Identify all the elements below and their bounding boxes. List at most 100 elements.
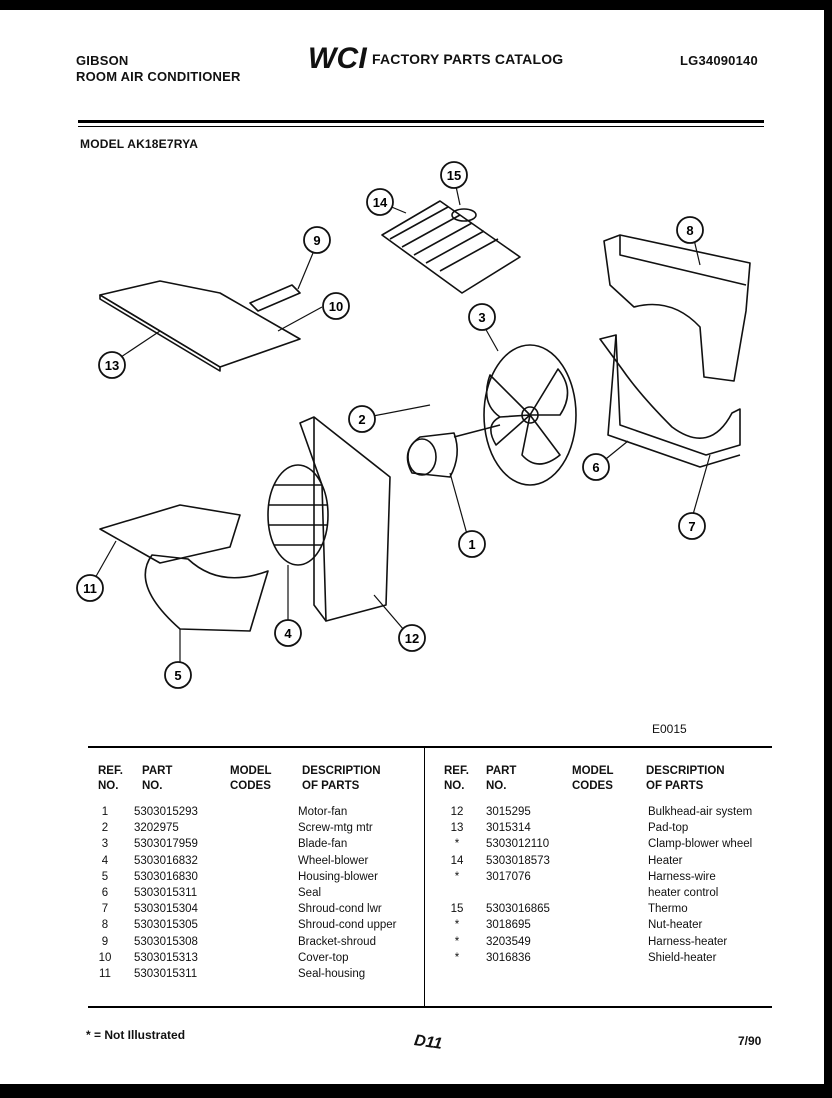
part-shroud-lower-edge: [607, 334, 741, 468]
svg-text:2: 2: [358, 412, 365, 427]
svg-text:15: 15: [447, 168, 461, 183]
callout-group: 1 2 3 4 5 6 7 8 9 10 11 12 13 14 15: [76, 161, 706, 689]
part-wheel-blower: [267, 464, 329, 566]
callout-12: 12: [398, 624, 426, 652]
header-ref-right: REF. NO.: [444, 765, 469, 792]
part-wheel-blower-vanes: [268, 484, 328, 546]
header-part-right: PART NO.: [486, 765, 517, 792]
svg-text:7: 7: [688, 519, 695, 534]
part-shroud-upper: [603, 234, 751, 382]
part-motor-face: [407, 438, 437, 476]
header-part-left: PART NO.: [142, 765, 173, 792]
svg-text:12: 12: [405, 631, 419, 646]
parts-table: REF. NO. PART NO. MODEL CODES DESCRIPTIO…: [88, 746, 772, 1008]
header-desc-right: DESCRIPTION OF PARTS: [646, 765, 725, 792]
part-bulkhead-edge: [313, 417, 327, 622]
header-rule: [78, 120, 764, 123]
scan-border-bottom: [0, 1084, 832, 1098]
scan-border-right: [824, 0, 832, 1098]
part-blade-fan-hub: [521, 406, 539, 424]
wci-logo: WCI: [308, 42, 367, 74]
header-rule-thin: [78, 126, 764, 127]
publication-date: 7/90: [738, 1034, 762, 1048]
svg-text:6: 6: [592, 460, 599, 475]
callout-5: 5: [164, 661, 192, 689]
part-shroud-lower: [599, 334, 741, 456]
header-model-left: MODEL CODES: [230, 765, 272, 792]
table-rule-top: [88, 746, 772, 748]
table-rule-bottom: [88, 1006, 772, 1008]
part-heater: [381, 200, 521, 294]
part-heater-elements: [389, 206, 499, 272]
table-row: heater control: [648, 886, 719, 899]
logo-text: WCI: [308, 42, 367, 74]
not-illustrated-legend: * = Not Illustrated: [86, 1028, 186, 1042]
page-number: D11: [413, 1032, 444, 1053]
svg-text:11: 11: [83, 581, 97, 596]
svg-text:5: 5: [174, 668, 181, 683]
callout-9: 9: [303, 226, 331, 254]
callout-11: 11: [76, 574, 104, 602]
callout-13: 13: [98, 351, 126, 379]
catalog-title: FACTORY PARTS CATALOG: [372, 51, 564, 67]
table-column-divider: [424, 746, 425, 1006]
svg-text:14: 14: [373, 195, 388, 210]
svg-text:13: 13: [105, 358, 119, 373]
callout-10: 10: [322, 292, 350, 320]
callout-4: 4: [274, 619, 302, 647]
part-thermo: [451, 208, 477, 222]
part-bracket-shroud: [249, 284, 301, 312]
callout-1: 1: [458, 530, 486, 558]
svg-text:8: 8: [686, 223, 693, 238]
callout-8: 8: [676, 216, 704, 244]
svg-text:4: 4: [284, 626, 292, 641]
diagram-code: E0015: [652, 722, 687, 736]
part-blade-fan-blades: [485, 368, 569, 465]
svg-text:1: 1: [468, 537, 475, 552]
part-blade-fan: [483, 344, 577, 486]
callout-3: 3: [468, 303, 496, 331]
svg-text:9: 9: [313, 233, 320, 248]
part-shroud-upper-lip: [619, 235, 747, 286]
callout-2: 2: [348, 405, 376, 433]
header-model-right: MODEL CODES: [572, 765, 614, 792]
callout-7: 7: [678, 512, 706, 540]
part-seal-housing: [99, 504, 241, 564]
product-type: ROOM AIR CONDITIONER: [76, 69, 241, 84]
part-housing-blower: [144, 554, 269, 632]
part-cover-top-edge: [99, 294, 221, 372]
svg-text:3: 3: [478, 310, 485, 325]
exploded-parts-diagram: 1 2 3 4 5 6 7 8 9 10 11 12 13 14 15: [76, 161, 751, 689]
header-desc-left: DESCRIPTION OF PARTS: [302, 765, 381, 792]
model-line: MODEL AK18E7RYA: [80, 137, 199, 151]
scan-border-top: [0, 0, 832, 10]
brand-name: GIBSON: [76, 53, 129, 68]
part-motor-shaft: [453, 424, 501, 438]
header-ref-left: REF. NO.: [98, 765, 123, 792]
callout-14: 14: [366, 188, 394, 216]
callout-15: 15: [440, 161, 468, 189]
document-number: LG34090140: [680, 53, 758, 68]
